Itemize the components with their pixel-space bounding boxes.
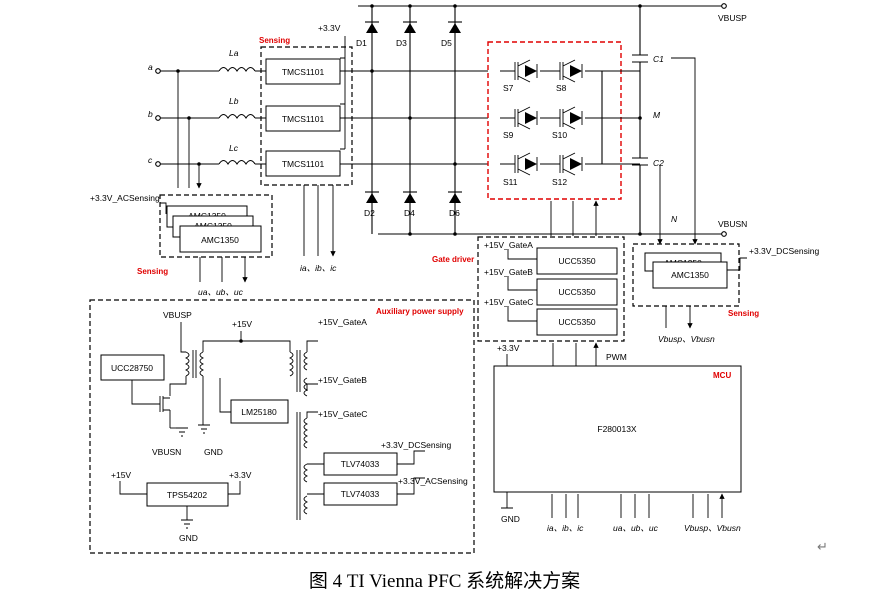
gate-driver-label: Gate driver [432,255,474,264]
ucc28750-controller: UCC28750 [100,354,165,381]
svg-text:TMCS1101: TMCS1101 [282,159,325,169]
mcu-current-inputs: ia、ib、ic [547,523,584,533]
dc-sensing-supply: +3.3V_DCSensing [749,246,819,256]
sensing-top-label: Sensing [259,36,290,45]
inductors: La Lb Lc [218,48,256,166]
svg-text:TPS54202: TPS54202 [167,490,207,500]
gate-supply-c: +15V_GateC [484,297,533,307]
return-mark: ↵ [817,540,828,555]
inductor-la-label: La [229,48,239,58]
inductor-lc-label: Lc [229,143,239,153]
aux-ac-sensing-out: +3.3V_ACSensing [398,476,468,486]
midpoint-m-label: M [653,110,661,120]
svg-text:UCC5350: UCC5350 [558,256,596,266]
aux-gate-a: +15V_GateA [318,317,367,327]
diode-d3-label: D3 [396,38,407,48]
flyback-transformer [184,350,205,378]
mcu-gnd: GND [501,514,520,524]
cap-c2-label: C2 [653,158,664,168]
ac-sensing-supply: +3.3V_ACSensing [90,193,160,203]
ucc5350-driver-a: UCC5350 [536,247,618,275]
vbusn-label: VBUSN [718,219,747,229]
sensing-ac-label: Sensing [137,267,168,276]
diode-d1-label: D1 [356,38,367,48]
figure-caption: 图 4 TI Vienna PFC 系统解决方案 [308,571,581,592]
aux-p15v: +15V [232,319,252,329]
svg-text:TMCS1101: TMCS1101 [282,67,325,77]
node-n-label: N [671,214,678,224]
svg-text:F280013X: F280013X [597,424,637,434]
ucc5350-driver-c: UCC5350 [536,308,618,336]
tmcs1101-sensor-a: TMCS1101 [265,58,341,85]
gate-supply-b: +15V_GateB [484,267,533,277]
inductor-lb-label: Lb [229,96,239,106]
switch-s9-label: S9 [503,130,514,140]
svg-text:UCC5350: UCC5350 [558,317,596,327]
switch-s12-label: S12 [552,177,567,187]
tlv74033-ldo-2: TLV74033 [323,482,398,506]
mcu-supply: +3.3V [497,343,520,353]
gate-transformer [288,350,309,397]
aux-gate-c: +15V_GateC [318,409,367,419]
diode-d4-label: D4 [404,208,415,218]
aux-gnd2: GND [179,533,198,543]
svg-text:TMCS1101: TMCS1101 [282,114,325,124]
diode-bridge: D1 D3 D5 D2 D4 D6 [356,4,462,236]
svg-text:TLV74033: TLV74033 [341,489,380,499]
svg-text:UCC28750: UCC28750 [111,363,153,373]
current-outputs-label: ia、ib、ic [300,263,337,273]
dc-voltage-outputs: Vbusp、Vbusn [658,334,715,344]
aux-power-label: Auxiliary power supply [376,307,464,316]
svg-text:LM25180: LM25180 [241,407,277,417]
mcu-voltage-inputs: ua、ub、uc [613,523,659,533]
switch-s7-label: S7 [503,83,514,93]
svg-text:UCC5350: UCC5350 [558,287,596,297]
switch-s11-label: S11 [503,177,518,187]
mcu-label: MCU [713,371,731,380]
svg-text:AMC1350: AMC1350 [671,270,709,280]
aux-vbusn: VBUSN [152,447,181,457]
diode-d2-label: D2 [364,208,375,218]
tmcs1101-sensor-c: TMCS1101 [265,150,341,177]
phase-inputs: a b c [148,62,161,167]
pwm-label: PWM [606,352,627,362]
diode-d6-label: D6 [449,208,460,218]
aux-buck-in: +15V [111,470,131,480]
input-a-label: a [148,62,153,72]
svg-text:AMC1350: AMC1350 [201,235,239,245]
mcu-bus-inputs: Vbusp、Vbusn [684,523,741,533]
switch-s8-label: S8 [556,83,567,93]
input-c-label: c [148,155,153,165]
aux-gnd1: GND [204,447,223,457]
ucc5350-driver-b: UCC5350 [536,278,618,306]
diode-d5-label: D5 [441,38,452,48]
amc1350-ac-stack: AMC1350 AMC1350 AMC1350 [166,205,262,253]
lm25180-regulator: LM25180 [230,399,289,424]
current-sensor-supply: +3.3V [318,23,341,33]
aux-vbusp: VBUSP [163,310,192,320]
aux-buck-out: +3.3V [229,470,252,480]
input-b-label: b [148,109,153,119]
switch-s10-label: S10 [552,130,567,140]
vienna-pfc-schematic: a b c La Lb Lc Sensing +3.3V TMCS1101 TM… [89,3,819,554]
mcu-f280013x: F280013X MCU [493,365,742,493]
aux-gate-b: +15V_GateB [318,375,367,385]
cap-c1-label: C1 [653,54,664,64]
aux-dc-sensing-out: +3.3V_DCSensing [381,440,451,450]
switch-array: S7 S8 S9 S10 S11 S12 [500,59,602,187]
sensing-dc-label: Sensing [728,309,759,318]
gate-supply-a: +15V_GateA [484,240,533,250]
vbusp-label: VBUSP [718,13,747,23]
svg-text:TLV74033: TLV74033 [341,459,380,469]
dc-link-capacitors: C1 C2 M N [632,4,678,236]
ac-voltage-outputs: ua、ub、uc [198,287,244,297]
tps54202-buck: TPS54202 [146,482,229,507]
tlv74033-ldo-1: TLV74033 [323,452,398,476]
amc1350-dc-stack: AMC1350 AMC1350 [644,252,728,289]
ldo-transformer [296,412,309,520]
tmcs1101-sensor-b: TMCS1101 [265,105,341,132]
